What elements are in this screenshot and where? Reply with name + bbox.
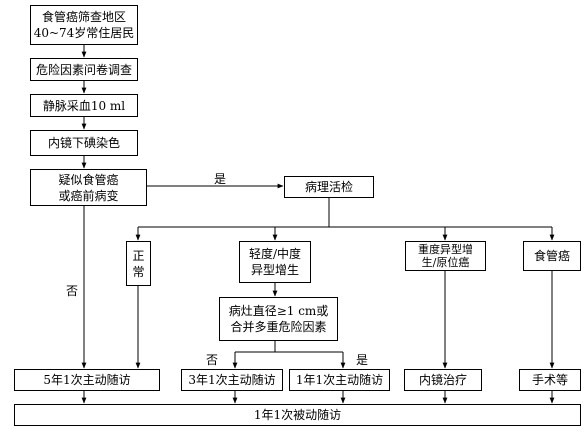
node-screening-region-line1: 食管癌筛查地区 bbox=[41, 10, 126, 24]
node-lesion-criteria-line1: 病灶直径≥1 cm或 bbox=[228, 304, 329, 318]
label-no-lesion: 否 bbox=[206, 353, 219, 367]
node-normal-char1: 正 bbox=[132, 248, 145, 263]
node-questionnaire: 危险因素问卷调查 bbox=[30, 58, 138, 81]
node-normal: 正 常 bbox=[126, 241, 151, 286]
node-severe-dysplasia-line2: 生/原位癌 bbox=[421, 256, 470, 269]
node-esophageal-cancer: 食管癌 bbox=[523, 241, 581, 271]
node-lesion-criteria-line2: 合并多重危险因素 bbox=[230, 320, 327, 334]
node-followup-5yr: 5年1次主动随访 bbox=[14, 369, 160, 391]
node-surgery: 手术等 bbox=[519, 369, 581, 391]
node-suspect-line1: 疑似食管癌 bbox=[58, 172, 119, 187]
label-yes-lesion: 是 bbox=[356, 353, 369, 367]
node-mild-dysplasia-line2: 异型增生 bbox=[250, 263, 299, 277]
node-mild-dysplasia: 轻度/中度 异型增生 bbox=[239, 241, 311, 283]
node-iodine-staining: 内镜下碘染色 bbox=[30, 130, 138, 156]
node-mild-dysplasia-line1: 轻度/中度 bbox=[248, 247, 302, 261]
node-followup-3yr: 3年1次主动随访 bbox=[181, 369, 283, 391]
node-normal-char2: 常 bbox=[132, 264, 145, 279]
node-endoscopic-treatment: 内镜治疗 bbox=[404, 369, 482, 391]
node-severe-dysplasia-line1: 重度异型增 bbox=[418, 243, 473, 256]
node-followup-1yr: 1年1次主动随访 bbox=[289, 369, 390, 391]
node-lesion-criteria: 病灶直径≥1 cm或 合并多重危险因素 bbox=[219, 297, 338, 341]
node-suspect: 疑似食管癌 或癌前病变 bbox=[30, 169, 147, 206]
label-yes-pathology: 是 bbox=[214, 172, 227, 186]
node-passive-followup: 1年1次被动随访 bbox=[14, 404, 581, 426]
node-pathology-biopsy: 病理活检 bbox=[284, 176, 374, 198]
node-blood-sampling: 静脉采血10 ml bbox=[30, 94, 138, 117]
label-no-suspect: 否 bbox=[66, 284, 79, 298]
node-suspect-line2: 或癌前病变 bbox=[58, 188, 119, 203]
node-screening-region-line2: 40~74岁常住居民 bbox=[33, 26, 135, 40]
node-severe-dysplasia: 重度异型增 生/原位癌 bbox=[405, 241, 486, 271]
node-screening-region: 食管癌筛查地区 40~74岁常住居民 bbox=[30, 5, 138, 45]
